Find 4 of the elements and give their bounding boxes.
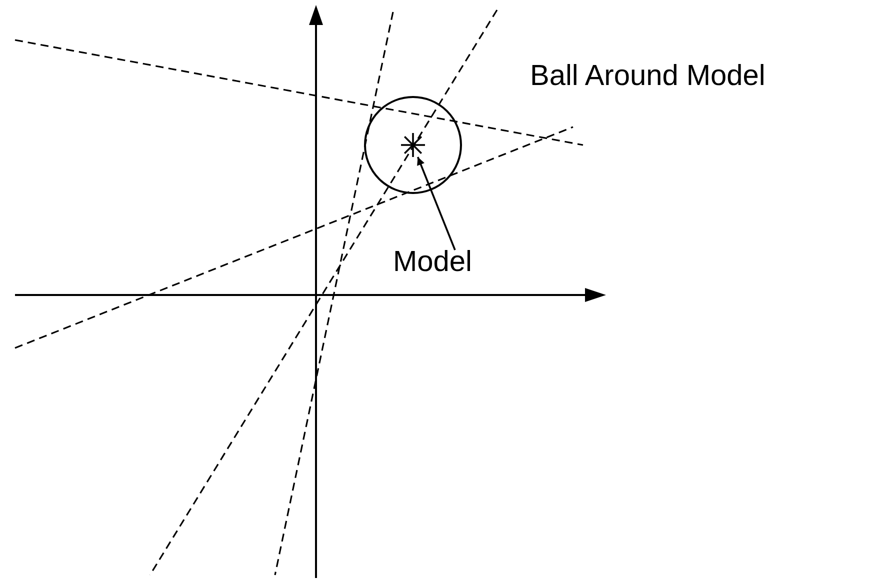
- node-label: Model: [393, 248, 472, 277]
- caption-label: Ball Around Model: [530, 62, 766, 91]
- asterisk-mark: [401, 133, 425, 157]
- leader-arrow: [416, 156, 456, 250]
